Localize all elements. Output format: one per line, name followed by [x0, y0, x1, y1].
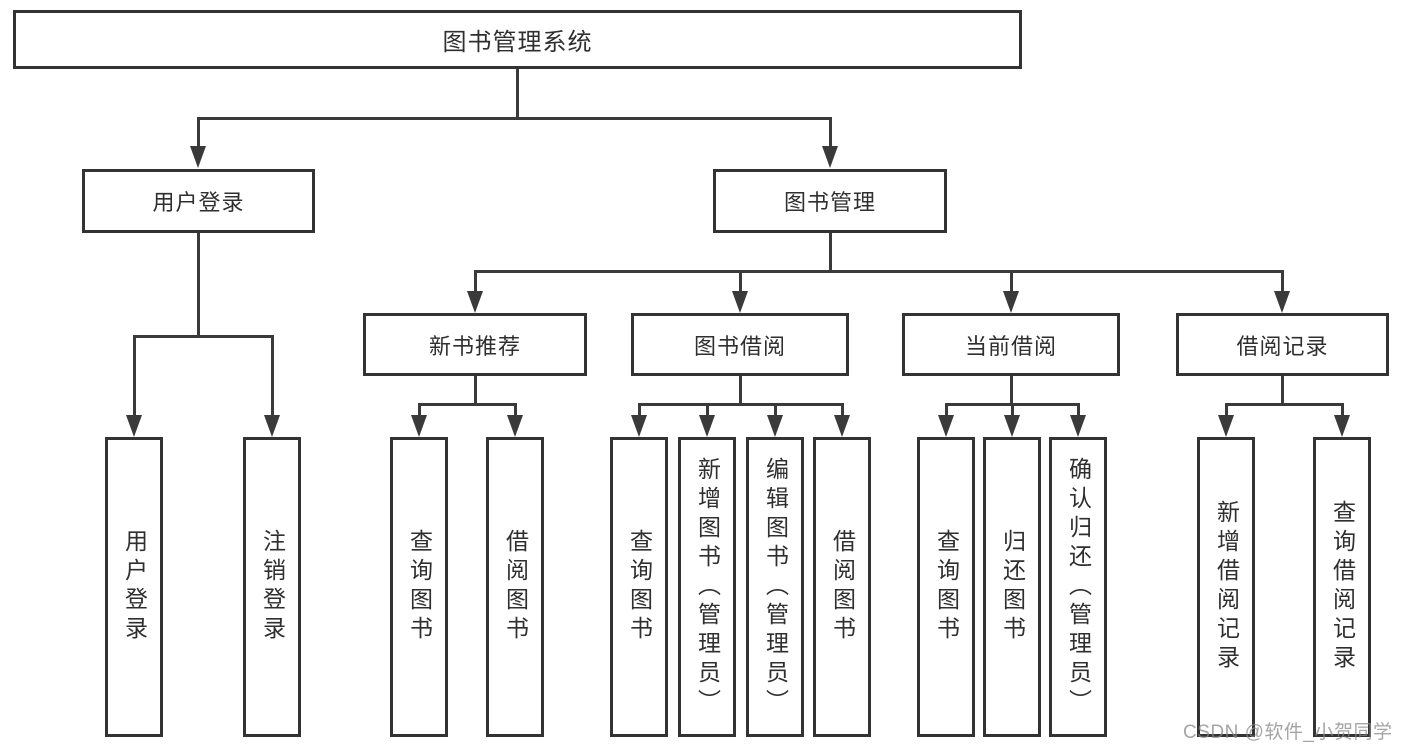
arrow-down-icon	[631, 415, 647, 437]
arrow-down-icon	[1070, 415, 1086, 437]
arrow-down-icon	[264, 415, 280, 437]
connector-line	[1341, 403, 1344, 417]
node-current-borrow: 当前借阅	[902, 313, 1120, 376]
arrow-down-icon	[1334, 415, 1350, 437]
connector-line	[133, 335, 274, 338]
node-leaf-add-book-admin: 新增图书（管理员）	[678, 437, 736, 737]
connector-line	[1010, 270, 1013, 293]
node-user-login: 用户登录	[82, 169, 315, 233]
node-label: 图书借阅	[693, 333, 786, 359]
node-label: 图书管理	[783, 190, 876, 215]
arrow-down-icon	[822, 146, 838, 168]
connector-line	[1281, 376, 1284, 406]
node-label: 借阅图书	[829, 529, 856, 645]
connector-line	[474, 376, 477, 406]
connector-line	[133, 335, 136, 417]
arrow-down-icon	[467, 291, 483, 313]
connector-line	[516, 69, 519, 120]
connector-line	[638, 403, 843, 406]
connector-line	[197, 117, 200, 148]
node-leaf-query-borrow-record: 查询借阅记录	[1313, 437, 1371, 737]
connector-line	[1010, 376, 1013, 406]
connector-line	[706, 403, 709, 417]
arrow-down-icon	[834, 415, 850, 437]
node-leaf-confirm-return-admin: 确认归还（管理员）	[1049, 437, 1107, 737]
node-label: 编辑图书（管理员）	[762, 456, 789, 718]
node-label: 新增图书（管理员）	[694, 456, 721, 718]
node-leaf-query-book: 查询图书	[610, 437, 668, 737]
node-book-borrow: 图书借阅	[631, 313, 849, 376]
arrow-down-icon	[1274, 291, 1290, 313]
node-leaf-user-login: 用户登录	[105, 437, 163, 737]
connector-line	[829, 233, 832, 273]
node-label: 注销登录	[259, 529, 286, 645]
node-label: 查询借阅记录	[1329, 500, 1356, 674]
arrow-down-icon	[1218, 415, 1234, 437]
node-label: 归还图书	[999, 529, 1026, 645]
node-leaf-return-book: 归还图书	[983, 437, 1041, 737]
node-label: 借阅图书	[502, 529, 529, 645]
node-label: 查询图书	[626, 529, 653, 645]
connector-line	[1011, 403, 1014, 417]
arrow-down-icon	[411, 415, 427, 437]
node-root-system: 图书管理系统	[13, 10, 1022, 69]
connector-line	[829, 117, 832, 148]
node-label: 图书管理系统	[442, 29, 593, 56]
connector-line	[418, 403, 517, 406]
connector-line	[774, 403, 777, 417]
node-leaf-logout: 注销登录	[243, 437, 301, 737]
arrow-down-icon	[126, 415, 142, 437]
arrow-down-icon	[1003, 291, 1019, 313]
node-label: 查询图书	[933, 529, 960, 645]
arrow-down-icon	[190, 146, 206, 168]
arrow-down-icon	[732, 291, 748, 313]
arrow-down-icon	[699, 415, 715, 437]
node-label: 新书推荐	[428, 333, 521, 359]
connector-line	[271, 335, 274, 417]
connector-line	[739, 376, 742, 406]
connector-line	[418, 403, 421, 417]
node-book-management: 图书管理	[713, 169, 947, 233]
node-leaf-add-borrow-record: 新增借阅记录	[1197, 437, 1255, 737]
connector-line	[1225, 403, 1228, 417]
connector-line	[197, 117, 832, 120]
connector-line	[474, 270, 1284, 273]
arrow-down-icon	[767, 415, 783, 437]
node-label: 用户登录	[121, 529, 148, 645]
node-label: 新增借阅记录	[1213, 500, 1240, 674]
connector-line	[739, 270, 742, 293]
node-label: 用户登录	[152, 190, 245, 215]
csdn-watermark: CSDN @软件_小贺同学	[1183, 722, 1393, 743]
connector-line	[945, 403, 948, 417]
node-label: 当前借阅	[964, 333, 1057, 359]
arrow-down-icon	[938, 415, 954, 437]
connector-line	[514, 403, 517, 417]
connector-line	[1225, 403, 1343, 406]
node-label: 确认归还（管理员）	[1065, 456, 1092, 718]
node-leaf-borrow-book: 借阅图书	[486, 437, 544, 737]
connector-line	[474, 270, 477, 293]
node-label: 查询图书	[406, 529, 433, 645]
connector-line	[197, 233, 200, 337]
connector-line	[1077, 403, 1080, 417]
node-label: 借阅记录	[1236, 333, 1329, 359]
connector-line	[841, 403, 844, 417]
node-leaf-edit-book-admin: 编辑图书（管理员）	[746, 437, 804, 737]
connector-line	[1281, 270, 1284, 293]
node-leaf-query-book: 查询图书	[390, 437, 448, 737]
node-leaf-query-book: 查询图书	[917, 437, 975, 737]
arrow-down-icon	[1004, 415, 1020, 437]
node-new-book-recommend: 新书推荐	[363, 313, 587, 376]
node-leaf-borrow-book: 借阅图书	[813, 437, 871, 737]
arrow-down-icon	[507, 415, 523, 437]
connector-line	[638, 403, 641, 417]
node-borrow-record: 借阅记录	[1176, 313, 1389, 376]
